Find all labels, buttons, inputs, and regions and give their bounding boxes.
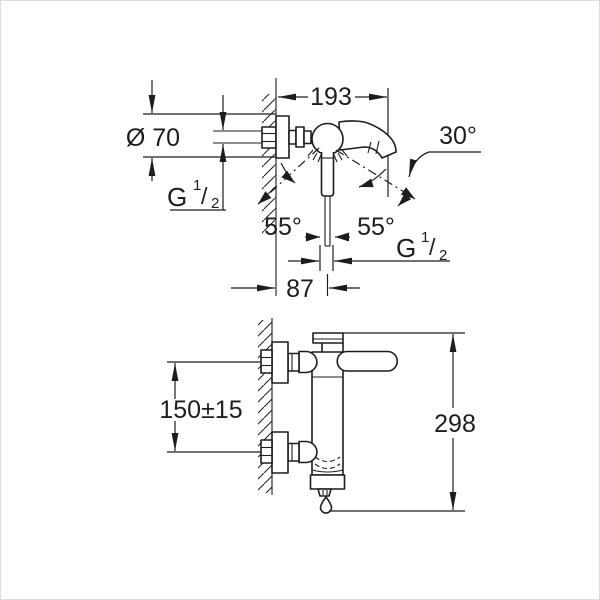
thread-label-inlet: G 1 / 2	[167, 177, 219, 212]
top-view: 193 Ø 70 G 1 / 2	[126, 78, 481, 303]
spout-outlet-slit	[375, 140, 380, 155]
spout-outlet-slit	[367, 141, 372, 154]
dimension-inlet-spacing: 150±15	[159, 361, 261, 453]
lever-plan	[320, 152, 335, 197]
dim-label-193: 193	[310, 83, 352, 111]
swing-arc-right	[358, 168, 387, 188]
cap-seam	[311, 469, 344, 473]
swing-arc-left	[280, 162, 296, 184]
lever-handle	[336, 350, 399, 372]
faucet-elevation	[260, 332, 399, 514]
dim-label-30: 30°	[439, 122, 477, 150]
outlet-nozzle	[317, 488, 332, 497]
faucet-plan	[261, 115, 397, 247]
dimension-overall-height: 298	[329, 332, 476, 512]
dimension-axis-87: 87	[231, 274, 360, 303]
body-column	[311, 351, 344, 476]
dim-label-55-left: 55°	[264, 213, 302, 241]
spout	[338, 120, 397, 159]
hidden-waterway	[314, 463, 341, 470]
side-view: 150±15 298	[159, 318, 476, 514]
dim-label-55-right: 55°	[357, 213, 395, 241]
spout-angle-annotation: 30°	[408, 122, 481, 178]
lower-valve-dome	[298, 440, 318, 464]
water-drip	[319, 496, 333, 514]
dimension-thread-inlet: G 1 / 2	[167, 95, 262, 212]
hidden-waterway	[314, 456, 341, 463]
dim-label-150: 150±15	[159, 396, 242, 424]
swing-annotation: 55° 55°	[257, 147, 416, 242]
leader-line-30	[408, 151, 481, 178]
swing-arrow-left	[257, 191, 272, 205]
thread-label-outlet: G 1 / 2	[396, 229, 447, 264]
upper-valve-dome	[298, 350, 318, 374]
dim-label-87: 87	[286, 275, 314, 303]
dim-label-298: 298	[434, 410, 476, 438]
dimension-thread-outlet: G 1 / 2	[288, 229, 450, 271]
dimension-diameter-70: Ø 70	[126, 80, 276, 181]
swing-arc-tip	[397, 192, 412, 207]
dim-label-diameter: Ø 70	[126, 124, 180, 152]
connector-ring	[303, 130, 312, 145]
knurl-ticks	[307, 149, 348, 163]
top-cap	[312, 332, 344, 344]
